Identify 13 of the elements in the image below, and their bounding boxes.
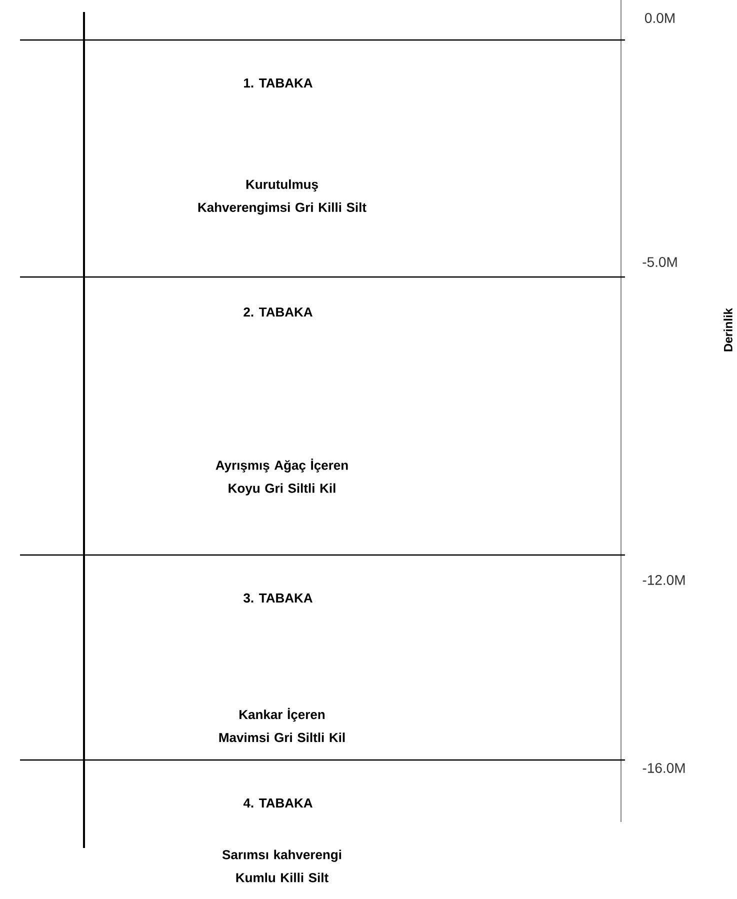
layer-heading: 3. TABAKA xyxy=(244,593,312,603)
layer-heading: 1. TABAKA xyxy=(244,78,312,88)
layer-description: Kurutulmuş Kahverengimsi Gri Killi Silt xyxy=(198,179,366,215)
layer-description: Sarımsı kahverengi Kumlu Killi Silt xyxy=(222,850,342,882)
depth-label: -12.0M xyxy=(642,575,685,585)
layer-description: Kankar İçeren Mavimsi Gri Siltli Kil xyxy=(219,708,345,742)
depth-label: -5.0M xyxy=(642,257,677,267)
layer-description: Ayrışmış Ağaç İçeren Koyu Gri Siltli Kil xyxy=(216,458,348,496)
axis-label: Derinlik xyxy=(724,308,732,352)
depth-label: -16.0M xyxy=(642,763,685,773)
depth-label: 0.0M xyxy=(645,13,674,23)
layer-heading: 2. TABAKA xyxy=(244,307,312,317)
layer-heading: 4. TABAKA xyxy=(243,798,312,808)
